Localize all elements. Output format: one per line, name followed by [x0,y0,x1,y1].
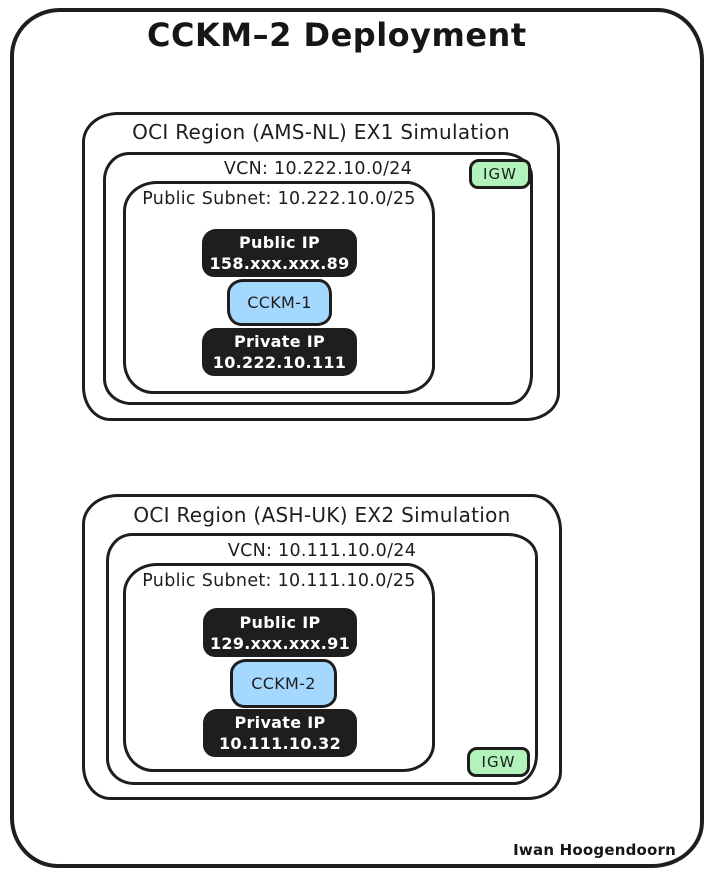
subnet-label: Public Subnet: 10.111.10.0/25 [142,571,416,591]
instance-box-cckm-1: CCKM-1 [227,279,332,326]
private-ip-label: Private IP [233,332,326,351]
author-signature: Iwan Hoogendoorn [513,841,676,859]
igw-label: IGW [481,753,516,771]
instance-label: CCKM-1 [247,293,312,312]
page-title: CCKM–2 Deployment [147,16,527,54]
vcn-label: VCN: 10.111.10.0/24 [227,541,417,561]
igw-label: IGW [483,165,517,183]
instance-box-cckm-2: CCKM-2 [230,659,337,708]
region-title: OCI Region (AMS-NL) EX1 Simulation [132,120,510,144]
public-ip-value: 158.xxx.xxx.89 [209,254,350,273]
private-ip-value: 10.111.10.32 [218,734,342,753]
public-ip-value: 129.xxx.xxx.91 [209,633,351,653]
instance-label: CCKM-2 [251,674,316,693]
private-ip-value: 10.222.10.111 [212,353,347,372]
public-ip-label: Public IP [239,612,321,632]
public-ip-box: Public IP 158.xxx.xxx.89 [202,229,357,277]
public-ip-box: Public IP 129.xxx.xxx.91 [203,608,357,657]
igw-box: IGW [469,159,531,189]
subnet-label: Public Subnet: 10.222.10.0/25 [142,189,416,209]
private-ip-box: Private IP 10.222.10.111 [202,328,357,376]
private-ip-box: Private IP 10.111.10.32 [203,709,357,757]
igw-box: IGW [467,747,530,777]
private-ip-label: Private IP [234,713,326,732]
public-ip-label: Public IP [239,233,320,252]
vcn-label: VCN: 10.222.10.0/24 [223,159,413,179]
region-title: OCI Region (ASH-UK) EX2 Simulation [133,503,511,527]
